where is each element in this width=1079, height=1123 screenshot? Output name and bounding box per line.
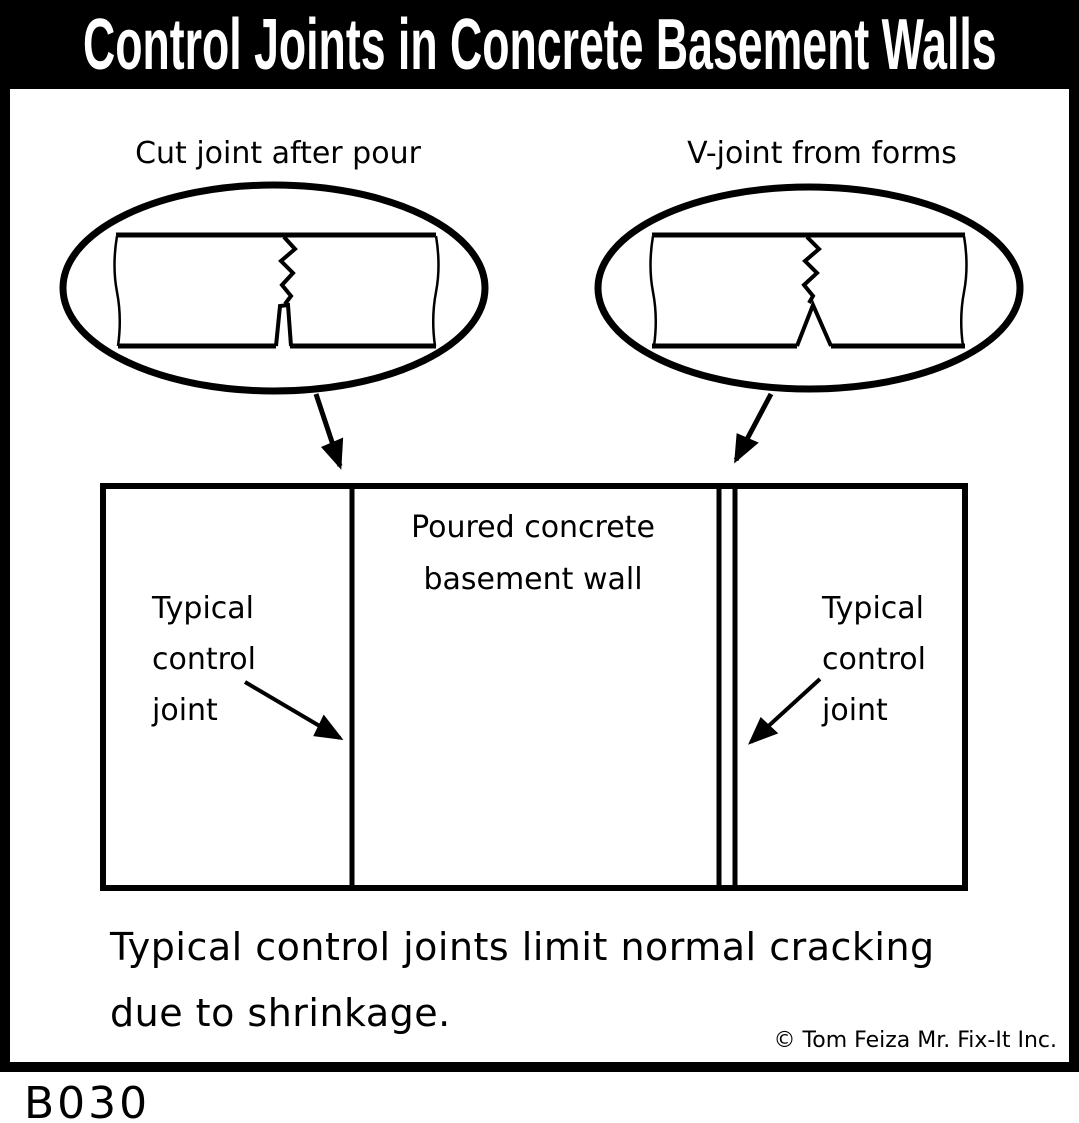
left-callout [59, 181, 489, 470]
wall-label-line1: Poured concrete [411, 510, 655, 545]
right-wall-section [649, 232, 968, 349]
cut-joint-slot [274, 302, 293, 347]
right-joint-label-line1: Typical [822, 591, 924, 626]
left-joint-label-line1: Typical [152, 591, 254, 626]
caption-line2: due to shrinkage. [110, 991, 451, 1035]
left-shrinkage-crack [278, 235, 298, 306]
wall-label: Poured concrete basement wall [378, 502, 688, 606]
right-callout-label: V-joint from forms [687, 136, 957, 171]
right-callout-arrow-icon [733, 392, 774, 464]
left-callout-ellipse [59, 181, 489, 395]
right-shrinkage-crack [801, 235, 822, 304]
v-joint-notch [795, 299, 833, 347]
left-wall-section [113, 232, 440, 349]
left-callout-label: Cut joint after pour [135, 136, 421, 171]
right-callout [594, 183, 1024, 464]
right-joint-label-line3: joint [822, 693, 888, 728]
caption: Typical control joints limit normal crac… [110, 914, 935, 1046]
left-section-broken-edge-right [432, 235, 440, 347]
page-title: Control Joints in Concrete Basement Wall… [82, 4, 997, 85]
left-joint-pointer-arrow-icon [243, 680, 344, 741]
figure-id: B030 [24, 1078, 151, 1123]
left-section-broken-edge-left [113, 235, 121, 347]
left-joint-label-line2: control [152, 642, 256, 677]
wall-outline [100, 483, 968, 891]
left-joint-label: Typical control joint [152, 583, 256, 736]
copyright-notice: © Tom Feiza Mr. Fix-It Inc. [773, 1028, 1057, 1053]
right-joint-pointer-arrow-icon [748, 677, 822, 745]
left-joint-label-line3: joint [152, 693, 218, 728]
right-joint-label-line2: control [822, 642, 926, 677]
outer-frame [0, 0, 1079, 1072]
right-section-broken-edge-left [649, 235, 657, 347]
right-joint-label: Typical control joint [822, 583, 926, 736]
right-callout-ellipse [594, 183, 1024, 393]
caption-line1: Typical control joints limit normal crac… [110, 925, 935, 969]
wall-label-line2: basement wall [423, 562, 643, 597]
right-section-broken-edge-right [960, 235, 968, 347]
title-bar: Control Joints in Concrete Basement Wall… [0, 0, 1079, 89]
basement-wall-elevation [100, 483, 968, 891]
left-callout-arrow-icon [313, 393, 344, 470]
